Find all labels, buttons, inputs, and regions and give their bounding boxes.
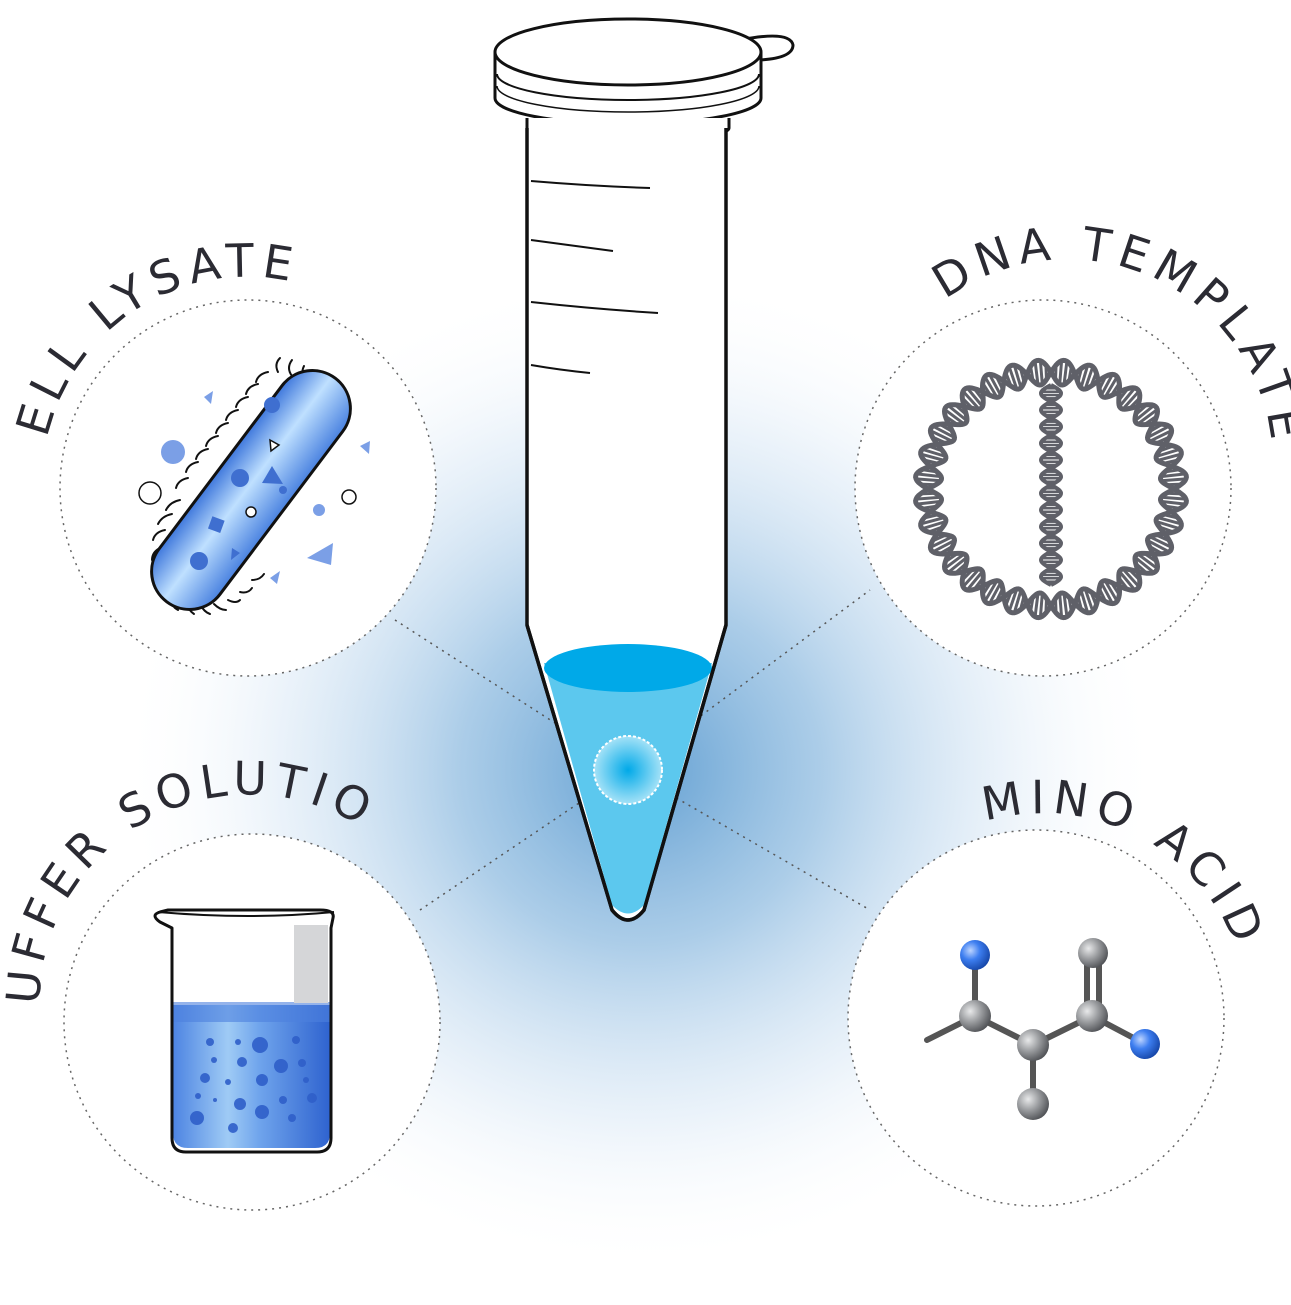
dna-base-pair xyxy=(1134,556,1155,574)
atom-gray xyxy=(1076,1000,1108,1032)
dna-base-pair xyxy=(961,567,981,588)
dna-base-pair xyxy=(1118,570,1136,591)
dna-base-pair xyxy=(1062,593,1069,617)
dna-base-pair xyxy=(1118,387,1136,408)
dna-base-pair xyxy=(921,447,947,458)
dna-base-pair xyxy=(1160,499,1186,506)
dna-strand xyxy=(913,357,1189,621)
dna-base-pair xyxy=(1083,588,1095,612)
dna-base-pair xyxy=(1137,408,1159,426)
dna-base-pair xyxy=(1161,495,1187,501)
dna-base-pair xyxy=(1012,589,1023,614)
dna-base-pair xyxy=(1160,472,1186,479)
bacterium-icon xyxy=(138,357,370,615)
dna-base-pair xyxy=(983,579,999,602)
dna-base-pair xyxy=(929,535,954,549)
dna-base-pair xyxy=(1161,477,1187,483)
dna-base-pair xyxy=(966,387,984,408)
atom-gray xyxy=(1078,938,1108,968)
atom-gray xyxy=(1017,1088,1049,1120)
dna-base-pair xyxy=(1079,589,1090,614)
dna-base-pair xyxy=(1157,452,1182,462)
atom-blue xyxy=(1130,1029,1160,1059)
dna-base-pair xyxy=(1058,593,1064,618)
dna-base-pair xyxy=(1079,364,1090,389)
dna-base-pair xyxy=(1099,581,1114,605)
dna-base-pair xyxy=(1121,567,1141,588)
dna-base-pair xyxy=(1103,579,1119,602)
dna-base-pair xyxy=(1007,588,1019,612)
amino-acid-molecule-icon xyxy=(924,938,1160,1120)
dna-base-pair xyxy=(1146,424,1170,439)
dna-base-pair xyxy=(1058,360,1064,385)
dna-base-pair xyxy=(1099,373,1114,397)
dna-base-pair xyxy=(1121,390,1141,411)
atom-blue xyxy=(960,940,990,970)
dna-base-pair xyxy=(932,539,956,554)
dna-base-pair xyxy=(1148,429,1173,443)
dna-base-pair xyxy=(929,429,954,443)
beaker-icon xyxy=(153,908,335,1154)
dna-plasmid-icon xyxy=(913,357,1189,621)
liquid-surface xyxy=(544,644,712,692)
dna-base-pair xyxy=(988,373,1003,397)
reaction-dot-icon xyxy=(593,735,663,805)
dna-base-pair xyxy=(947,404,968,422)
dna-base-pair xyxy=(1155,447,1181,458)
dna-base-pair xyxy=(1033,361,1040,385)
dna-base-pair xyxy=(966,570,984,591)
dna-base-pair xyxy=(1012,364,1023,389)
atom-gray xyxy=(1017,1029,1049,1061)
dna-base-pair xyxy=(1134,404,1155,422)
dna-base-pair xyxy=(932,424,956,439)
dna-base-pair xyxy=(1038,360,1044,385)
dna-base-pair xyxy=(1103,376,1119,399)
dna-base-pair xyxy=(1137,552,1159,570)
reaction-tube-icon xyxy=(493,17,795,922)
dna-base-pair xyxy=(1038,593,1044,618)
dna-base-pair xyxy=(947,556,968,574)
dna-base-pair xyxy=(943,552,965,570)
dna-base-pair xyxy=(916,499,942,506)
atom-gray xyxy=(959,1000,991,1032)
dna-base-pair xyxy=(961,390,981,411)
beaker-liquid xyxy=(173,1005,330,1148)
dna-base-pair xyxy=(916,472,942,479)
dna-base-pair xyxy=(921,520,947,531)
amino-acids-circle xyxy=(847,829,1225,1207)
dna-base-pair xyxy=(1083,366,1095,390)
dna-base-pair xyxy=(943,408,965,426)
dna-base-pair xyxy=(1157,516,1182,526)
dna-base-pair xyxy=(1062,361,1069,385)
dna-base-pair xyxy=(920,516,945,526)
dna-base-pair xyxy=(1146,539,1170,554)
dna-base-pair xyxy=(988,581,1003,605)
dna-base-pair xyxy=(915,477,941,483)
dna-base-pair xyxy=(1148,535,1173,549)
dna-strand xyxy=(1038,383,1064,587)
dna-base-pair xyxy=(983,376,999,399)
dna-base-pair xyxy=(1007,366,1019,390)
dna-base-pair xyxy=(1033,593,1040,617)
dna-base-pair xyxy=(1155,520,1181,531)
bacterium-body xyxy=(150,369,352,611)
dna-base-pair xyxy=(920,452,945,462)
dna-base-pair xyxy=(915,495,941,501)
